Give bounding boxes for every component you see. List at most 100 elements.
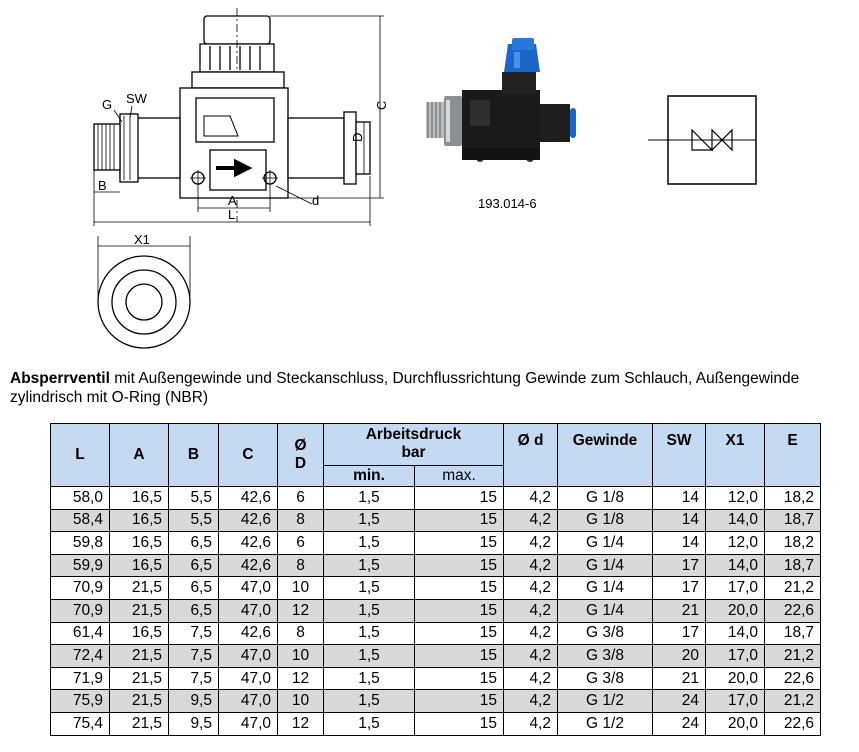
table-cell: 1,5 [323, 553, 415, 578]
header-x1: X1 [705, 423, 765, 487]
table-cell: 75,9 [50, 689, 110, 713]
header-max: max. [414, 464, 504, 488]
table-cell: 1,5 [323, 711, 415, 736]
table-cell: 4,2 [503, 531, 558, 555]
product-photo [426, 38, 576, 162]
table-cell: 4,2 [503, 666, 558, 691]
table-cell: G 3/8 [557, 621, 653, 646]
table-cell: 15 [414, 598, 504, 623]
table-cell: 16,5 [109, 621, 169, 646]
table-cell: 15 [414, 689, 504, 713]
table-cell: 14 [652, 486, 706, 510]
table-cell: 8 [277, 621, 324, 646]
table-cell: 18,7 [764, 508, 821, 533]
table-cell: 17,0 [705, 644, 765, 668]
table-cell: 1,5 [323, 508, 415, 533]
table-cell: 1,5 [323, 576, 415, 600]
table-cell: 1,5 [323, 666, 415, 691]
table-cell: 12 [277, 598, 324, 623]
table-cell: 42,6 [218, 486, 278, 510]
header-l: L [50, 423, 110, 487]
label-g: G [102, 97, 112, 112]
table-cell: 75,4 [50, 711, 110, 736]
table-cell: 7,5 [168, 621, 219, 646]
description-text: mit Außengewinde und Steckanschluss, Dur… [10, 370, 800, 406]
table-cell: 17 [652, 553, 706, 578]
valve-symbol [648, 95, 757, 185]
product-name: Absperrventil [10, 370, 110, 387]
table-cell: 15 [414, 621, 504, 646]
table-cell: 15 [414, 553, 504, 578]
table-cell: 17,0 [705, 689, 765, 713]
header-small-d: Ø d [503, 423, 558, 487]
table-cell: 14,0 [705, 508, 765, 533]
table-cell: G 1/2 [557, 689, 653, 713]
table-cell: 6,5 [168, 576, 219, 600]
table-cell: 12,0 [705, 486, 765, 510]
table-cell: 47,0 [218, 576, 278, 600]
label-c: C [374, 101, 389, 110]
table-cell: 1,5 [323, 621, 415, 646]
table-cell: 22,6 [764, 711, 821, 736]
table-cell: 12,0 [705, 531, 765, 555]
table-cell: 61,4 [50, 621, 110, 646]
table-cell: 58,4 [50, 508, 110, 533]
table-cell: G 1/4 [557, 553, 653, 578]
table-cell: 21,5 [109, 598, 169, 623]
table-cell: 21,5 [109, 666, 169, 691]
table-cell: 71,9 [50, 666, 110, 691]
table-cell: 21,2 [764, 644, 821, 668]
table-cell: 6 [277, 486, 324, 510]
table-cell: 15 [414, 576, 504, 600]
table-cell: 70,9 [50, 576, 110, 600]
table-cell: 15 [414, 666, 504, 691]
table-cell: G 1/8 [557, 486, 653, 510]
table-cell: 18,2 [764, 486, 821, 510]
table-cell: 24 [652, 689, 706, 713]
table-cell: 47,0 [218, 598, 278, 623]
table-cell: 14 [652, 508, 706, 533]
header-b: B [168, 423, 219, 487]
photo-caption: 193.014-6 [478, 196, 537, 211]
table-cell: 21 [652, 598, 706, 623]
table-cell: 17,0 [705, 576, 765, 600]
table-cell: 16,5 [109, 486, 169, 510]
table-cell: 72,4 [50, 644, 110, 668]
product-description: Absperrventil mit Außengewinde und Steck… [10, 369, 858, 407]
header-thread: Gewinde [557, 423, 653, 487]
table-cell: 8 [277, 553, 324, 578]
table-cell: 21 [652, 666, 706, 691]
table-cell: 1,5 [323, 486, 415, 510]
table-cell: 20 [652, 644, 706, 668]
table-cell: G 3/8 [557, 644, 653, 668]
table-cell: 42,6 [218, 508, 278, 533]
table-cell: 1,5 [323, 689, 415, 713]
table-cell: 4,2 [503, 598, 558, 623]
table-cell: 12 [277, 666, 324, 691]
table-cell: 42,6 [218, 621, 278, 646]
table-cell: 20,0 [705, 598, 765, 623]
table-cell: 6 [277, 531, 324, 555]
header-diameter-symbol: Ø [294, 437, 307, 454]
table-cell: 47,0 [218, 644, 278, 668]
table-cell: 4,2 [503, 576, 558, 600]
table-cell: G 1/8 [557, 508, 653, 533]
header-c: C [218, 423, 278, 487]
table-cell: G 1/4 [557, 531, 653, 555]
table-cell: 6,5 [168, 553, 219, 578]
table-cell: 6,5 [168, 531, 219, 555]
table-cell: 21,5 [109, 711, 169, 736]
table-cell: 21,2 [764, 576, 821, 600]
header-e: E [764, 423, 821, 487]
table-cell: 4,2 [503, 553, 558, 578]
table-cell: 14,0 [705, 553, 765, 578]
table-cell: G 3/8 [557, 666, 653, 691]
table-cell: 4,2 [503, 711, 558, 736]
header-sw: SW [652, 423, 706, 487]
